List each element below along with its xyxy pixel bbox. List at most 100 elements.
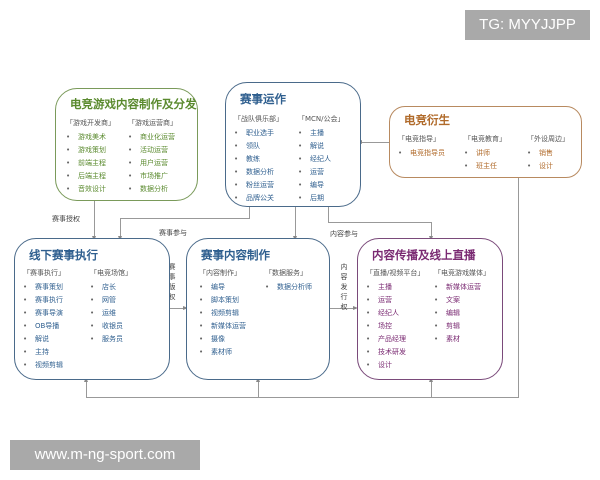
list-item: 素材 (434, 333, 490, 346)
list-item: 讲师 (464, 147, 506, 160)
connector-bottom-horizontal (86, 397, 519, 398)
column-head: 「战队俱乐部」 (234, 115, 283, 123)
connector-operation-to-broadcast-h (328, 222, 432, 223)
list-item: 服务员 (90, 333, 132, 346)
column-head: 「电竞场馆」 (90, 269, 132, 277)
list-item: 技术研发 (366, 346, 424, 359)
box-game-content: 电竞游戏内容制作及分发 「游戏开发商」 游戏美术 游戏策划 前端主程 后端主程 … (55, 88, 198, 201)
label-event-copyright: 赛事版权 (168, 263, 176, 301)
list-item: 设计 (527, 160, 569, 173)
column-head: 「游戏开发商」 (66, 119, 115, 127)
list-item: 赛事执行 (23, 294, 65, 307)
connector-operation-to-content (295, 207, 296, 237)
arrow-right-icon (183, 306, 188, 310)
list-item: 经纪人 (366, 307, 424, 320)
box-title: 赛事内容制作 (201, 248, 270, 262)
list-item: 粉丝运营 (234, 179, 283, 192)
column-team-club: 「战队俱乐部」 职业选手 领队 教练 数据分析 粉丝运营 品牌公关 (234, 113, 283, 205)
list-item: 教练 (234, 153, 283, 166)
list-item: 用户运营 (128, 157, 177, 170)
column-game-operator: 「游戏运营商」 商业化运营 活动运营 用户运营 市场推广 数据分析 (128, 117, 177, 196)
list-item: 收银员 (90, 320, 132, 333)
column-head: 「外设周边」 (527, 135, 569, 143)
list-item: 网管 (90, 294, 132, 307)
column-head: 「内容制作」 (199, 269, 241, 277)
list-item: 前端主程 (66, 157, 115, 170)
column-head: 「电竞指导」 (398, 135, 440, 143)
column-mcn-guild: 「MCN/公会」 主播 解说 经纪人 运营 编导 后期 (298, 113, 345, 205)
list-item: 后端主程 (66, 170, 115, 183)
connector-operation-to-broadcast-v2 (431, 222, 432, 237)
list-item: 运营 (366, 294, 424, 307)
column-head: 「数据服务」 (265, 269, 307, 277)
list-item: 剪辑 (434, 320, 490, 333)
box-title: 赛事运作 (240, 92, 286, 106)
list-item: 数据分析 (234, 166, 283, 179)
connector-operation-to-offline-v2 (120, 218, 121, 237)
column-event-execution: 「赛事执行」 赛事策划 赛事执行 赛事导演 OB导播 解说 主持 视频剪辑 (23, 267, 65, 372)
list-item: 游戏策划 (66, 144, 115, 157)
list-item: 新媒体运营 (434, 281, 490, 294)
connector-derivative-to-operation (361, 142, 389, 143)
watermark-bottom: www.m-ng-sport.com (10, 440, 200, 470)
list-item: 视频剪辑 (23, 359, 65, 372)
list-item: 脚本策划 (199, 294, 246, 307)
connector-bottom-to-broadcast (431, 380, 432, 397)
list-item: 解说 (298, 140, 345, 153)
arrow-right-icon (353, 306, 358, 310)
column-head: 「电竞游戏媒体」 (434, 269, 490, 277)
list-item: 商业化运营 (128, 131, 177, 144)
connector-bottom-to-content (258, 380, 259, 397)
column-esports-education: 「电竞教育」 讲师 班主任 (464, 133, 506, 173)
list-item: 音效设计 (66, 183, 115, 196)
list-item: 产品经理 (366, 333, 424, 346)
column-peripherals: 「外设周边」 销售 设计 (527, 133, 569, 173)
connector-operation-to-broadcast-v1 (328, 205, 329, 222)
column-live-video-platform: 「直播/视频平台」 主播 运营 经纪人 场控 产品经理 技术研发 设计 (366, 267, 424, 372)
list-item: 编辑 (434, 307, 490, 320)
label-event-authorization: 赛事授权 (52, 215, 80, 223)
column-game-developer: 「游戏开发商」 游戏美术 游戏策划 前端主程 后端主程 音效设计 (66, 117, 115, 196)
list-item: 数据分析师 (265, 281, 312, 294)
list-item: OB导播 (23, 320, 65, 333)
box-title: 电竞衍生 (404, 113, 450, 127)
column-esports-coaching: 「电竞指导」 电竞指导员 (398, 133, 445, 160)
connector-bottom-to-offline (86, 380, 87, 397)
list-item: 文案 (434, 294, 490, 307)
connector-offline-to-content (170, 308, 186, 309)
connector-right-vertical (518, 178, 519, 397)
list-item: 主持 (23, 346, 65, 359)
list-item: 班主任 (464, 160, 506, 173)
list-item: 设计 (366, 359, 424, 372)
list-item: 素材师 (199, 346, 246, 359)
column-esports-venue: 「电竞场馆」 店长 网管 运维 收银员 服务员 (90, 267, 132, 346)
list-item: 编导 (298, 179, 345, 192)
connector-operation-to-offline-h (120, 218, 250, 219)
box-event-content: 赛事内容制作 「内容制作」 编导 脚本策划 视频剪辑 新媒体运营 摄像 素材师 … (186, 238, 330, 380)
list-item: 编导 (199, 281, 246, 294)
list-item: 赛事导演 (23, 307, 65, 320)
list-item: 活动运营 (128, 144, 177, 157)
label-content-distribution-rights: 内容发行权 (340, 263, 348, 311)
list-item: 数据分析 (128, 183, 177, 196)
list-item: 品牌公关 (234, 192, 283, 205)
list-item: 领队 (234, 140, 283, 153)
list-item: 运维 (90, 307, 132, 320)
box-offline-execution: 线下赛事执行 「赛事执行」 赛事策划 赛事执行 赛事导演 OB导播 解说 主持 … (14, 238, 170, 380)
column-head: 「电竞教育」 (464, 135, 506, 143)
list-item: 店长 (90, 281, 132, 294)
list-item: 解说 (23, 333, 65, 346)
column-head: 「游戏运营商」 (128, 119, 177, 127)
column-head: 「MCN/公会」 (298, 115, 345, 123)
list-item: 销售 (527, 147, 569, 160)
list-item: 职业选手 (234, 127, 283, 140)
connector-operation-to-offline-v1 (249, 207, 250, 218)
box-title: 线下赛事执行 (29, 248, 98, 262)
column-data-service: 「数据服务」 数据分析师 (265, 267, 312, 294)
list-item: 游戏美术 (66, 131, 115, 144)
box-title: 电竞游戏内容制作及分发 (70, 97, 197, 111)
box-title: 内容传播及线上直播 (372, 248, 476, 262)
column-esports-media: 「电竞游戏媒体」 新媒体运营 文案 编辑 剪辑 素材 (434, 267, 490, 346)
list-item: 后期 (298, 192, 345, 205)
list-item: 电竞指导员 (398, 147, 445, 160)
